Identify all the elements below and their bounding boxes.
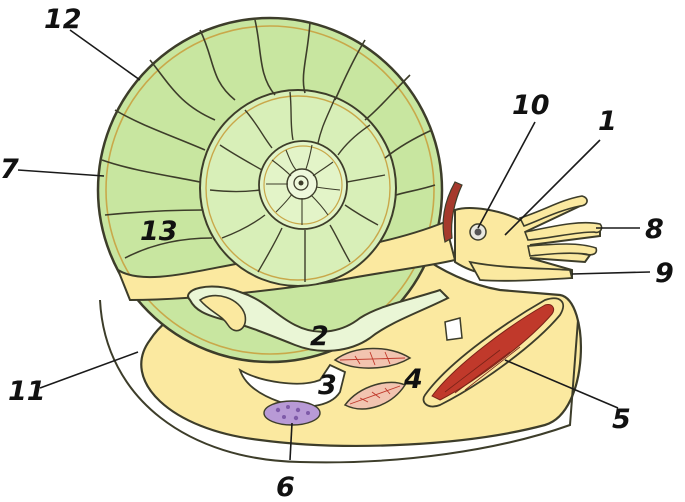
eye-pupil (474, 228, 482, 236)
label-6: 6 (276, 472, 295, 502)
label-3: 3 (318, 370, 337, 401)
septa-middle (209, 91, 386, 282)
label-10: 10 (512, 90, 550, 121)
reproductive-organ-inner (431, 304, 555, 401)
label-7: 7 (0, 154, 19, 185)
gland-dots (275, 405, 310, 421)
funnel (468, 260, 574, 282)
label-8: 8 (645, 214, 664, 245)
septa-outer (101, 19, 436, 259)
tentacles (518, 195, 603, 257)
label-1: 1 (598, 106, 617, 137)
middle-whorl-rim (205, 95, 391, 281)
label-5: 5 (612, 404, 631, 435)
funnel-pocket (444, 317, 463, 341)
gland (263, 400, 321, 426)
spiral-center-ring-3 (298, 180, 304, 186)
leader-lines (17, 29, 651, 461)
reproductive-organ-stripes (444, 346, 521, 394)
digestive-loop (187, 285, 450, 352)
gills (333, 347, 412, 410)
label-2: 2 (310, 321, 329, 352)
hood-fold (442, 181, 463, 243)
label-4: 4 (403, 364, 423, 395)
inner-whorl-rim (263, 145, 343, 225)
outer-shell-inner-rim (105, 25, 435, 355)
septa-inner (266, 144, 341, 225)
label-9: 9 (655, 258, 674, 289)
digestive-inner-fold (198, 294, 247, 332)
label-12: 12 (44, 4, 82, 35)
intestine (238, 363, 347, 408)
mantle-lower-wall (99, 299, 579, 464)
label-13: 13 (140, 216, 178, 247)
label-11: 11 (8, 376, 46, 407)
